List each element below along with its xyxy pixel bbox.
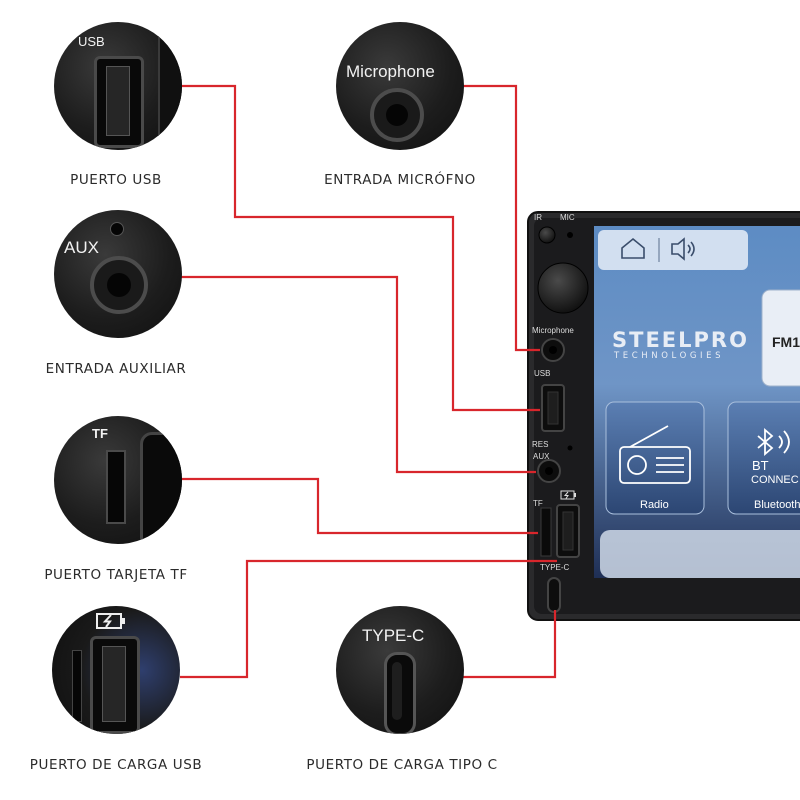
zoom-usb-label: USB: [78, 34, 105, 49]
panel-label-mic: MIC: [560, 213, 575, 222]
zoom-type-c: TYPE-C: [336, 606, 464, 734]
zoom-aux-res-label: ES: [76, 210, 93, 218]
battery-charge-icon: [96, 613, 125, 629]
panel-label-aux: AUX: [533, 452, 550, 461]
zoom-mic-label: Microphone: [346, 62, 435, 81]
bluetooth-tile-label[interactable]: Bluetooth: [754, 499, 800, 511]
caption-tf: PUERTO TARJETA TF: [44, 567, 188, 583]
zoom-tf-label: TF: [92, 426, 108, 441]
caption-type-c: PUERTO DE CARGA TIPO C: [306, 757, 498, 773]
home-icon[interactable]: [621, 237, 645, 259]
caption-aux: ENTRADA AUXILIAR: [45, 361, 187, 377]
zoom-tf: TF: [54, 416, 182, 544]
caption-mic: ENTRADA MICRÓFNO: [324, 172, 476, 188]
brand-logo: STEELPRO: [612, 328, 749, 352]
panel-label-microphone: Microphone: [532, 326, 574, 335]
panel-label-ir: IR: [534, 213, 542, 222]
brand-subtitle: TECHNOLOGIES: [614, 351, 725, 361]
bt-mark: BT: [752, 458, 769, 473]
bt-connect-text: CONNEC: [751, 474, 799, 486]
battery-charge-icon: [560, 490, 576, 500]
zoom-aux-label: AUX: [64, 238, 99, 257]
radio-tile-label[interactable]: Radio: [640, 499, 669, 511]
panel-label-res: RES: [532, 440, 549, 449]
caption-charge-usb: PUERTO DE CARGA USB: [29, 757, 203, 773]
bluetooth-icon: [757, 428, 790, 456]
panel-label-usb: USB: [534, 369, 551, 378]
caption-usb: PUERTO USB: [70, 172, 162, 188]
speaker-icon[interactable]: [671, 237, 695, 261]
zoom-usb: USB: [54, 22, 182, 150]
zoom-mic: Microphone: [336, 22, 464, 150]
radio-icon: [619, 425, 691, 484]
panel-label-type-c: TYPE-C: [540, 563, 570, 572]
panel-label-tf: TF: [533, 499, 543, 508]
zoom-aux: ES AUX: [54, 210, 182, 338]
zoom-charge-usb: [52, 606, 180, 734]
zoom-type-c-label: TYPE-C: [362, 626, 425, 645]
fm-tile[interactable]: FM1: [772, 334, 800, 350]
